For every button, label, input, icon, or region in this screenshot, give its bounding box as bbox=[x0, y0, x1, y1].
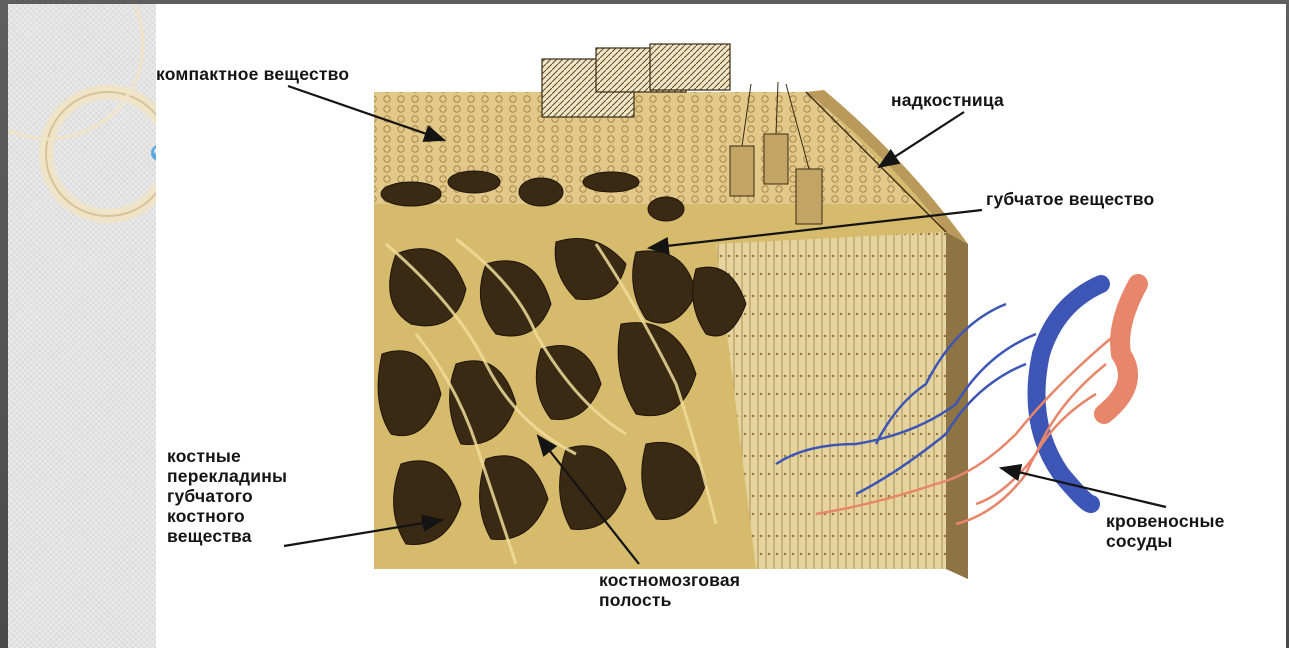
label-spongy-substance: губчатое вещество bbox=[986, 189, 1154, 209]
decor-rings bbox=[8, 4, 168, 254]
bone-cross-section-illustration bbox=[156, 4, 1286, 648]
label-marrow-cavity: костномозговая полость bbox=[599, 570, 740, 610]
label-bone-trabeculae: костные перекладины губчатого костного в… bbox=[167, 446, 287, 546]
content-panel: компактное вещество надкостница губчатое… bbox=[156, 4, 1286, 648]
label-compact-substance: компактное вещество bbox=[156, 64, 349, 84]
label-blood-vessels: кровеносные сосуды bbox=[1106, 511, 1225, 551]
label-periosteum: надкостница bbox=[891, 90, 1004, 110]
